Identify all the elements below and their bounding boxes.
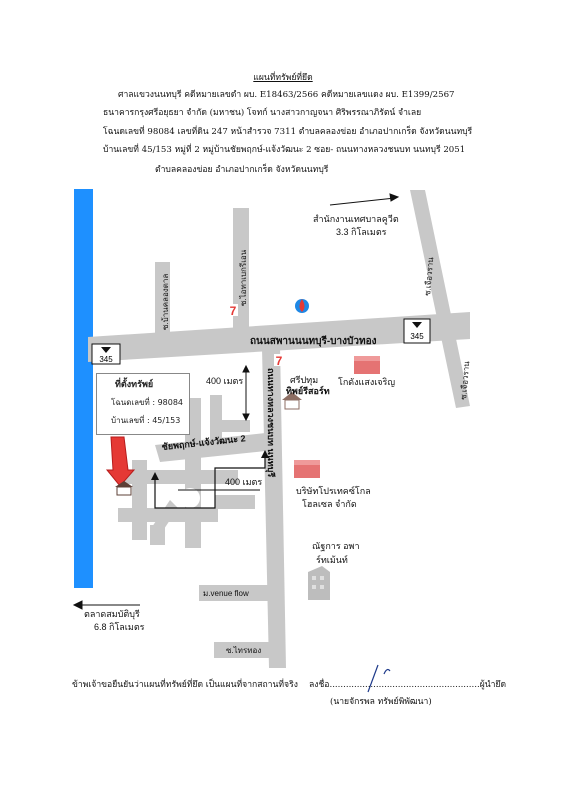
landmark-label: ทิพย์รีสอร์ท bbox=[286, 385, 330, 396]
direction-label: สำนักงานเทศบาลคูวีต bbox=[313, 214, 399, 225]
gas-station-icon bbox=[295, 299, 309, 313]
soi-bottom-label: ซ.ไทรทอง bbox=[226, 646, 261, 655]
property-pointer-icon bbox=[105, 436, 136, 487]
venue-flow-label: ม.venue flow bbox=[203, 589, 249, 598]
route-arrowhead bbox=[151, 472, 159, 480]
landmark-label: โกดังแสงเจริญ bbox=[338, 377, 395, 387]
venue-flow-road bbox=[199, 585, 279, 601]
svg-text:7: 7 bbox=[276, 354, 283, 368]
warehouse-icon bbox=[354, 356, 380, 374]
parties-line: ธนาคารกรุงศรีอยุธยา จำกัด (มหาชน) โจทก์ … bbox=[103, 108, 422, 118]
soi-mid-label: ซ.ไอทาเบกรีเอน bbox=[239, 249, 248, 306]
shield-number: 345 bbox=[410, 332, 424, 341]
highway-shield-icon: 345 bbox=[403, 318, 431, 344]
direction-label: ตลาดสมบัติบุรี bbox=[84, 609, 140, 620]
seven-eleven-icon: 7 bbox=[228, 304, 238, 318]
soi-left-road bbox=[155, 262, 170, 341]
direction-label: 6.8 กิโลเมตร bbox=[94, 622, 145, 632]
signature-line: ลงชื่อ..................................… bbox=[309, 680, 507, 690]
soi-right-label-2: ซ.เจือวราน bbox=[459, 360, 471, 400]
shield-number: 345 bbox=[99, 355, 113, 364]
property-house-icon bbox=[115, 481, 133, 496]
soi-right-road bbox=[410, 190, 470, 408]
highway-shield-icon: 345 bbox=[91, 343, 121, 365]
roundabout bbox=[180, 488, 200, 508]
house-icon bbox=[282, 392, 302, 410]
landmark-label: ศรีปทุม bbox=[290, 375, 318, 386]
landmark-label: ณัฐการ อพา bbox=[312, 541, 360, 552]
soi-left-label: ซ.บ้านคลองตาล bbox=[161, 274, 170, 330]
main-road bbox=[88, 312, 470, 362]
soi-bottom-road bbox=[214, 642, 274, 658]
address-line: บ้านเลขที่ 45/153 หมู่ที่ 2 หมู่บ้านชัยพ… bbox=[103, 145, 466, 155]
apartment-icon bbox=[308, 566, 330, 600]
property-title: ที่ตั้งทรัพย์ bbox=[115, 380, 154, 390]
route-arrowhead bbox=[261, 450, 269, 458]
district-line: ตำบลคลองข่อย อำเภอปากเกร็ด จังหวัดนนทบุร… bbox=[155, 165, 329, 175]
direction-arrow-office bbox=[329, 193, 400, 206]
rural-road-label: ถนนทางหลวงชนบท นนทบุรี bbox=[265, 368, 276, 477]
distance-arrow bbox=[242, 364, 250, 422]
direction-arrow-market bbox=[72, 600, 140, 610]
seven-eleven-icon: 7 bbox=[274, 354, 284, 368]
distance-label: 400 เมตร bbox=[206, 376, 243, 386]
property-house-number: บ้านเลขที่ : 45/153 bbox=[111, 416, 181, 425]
case-line: ศาลแขวงนนทบุรี คดีหมายเลขดำ ผบ. E18463/2… bbox=[118, 90, 455, 100]
map-title: แผนที่ทรัพย์ที่ยึด bbox=[253, 73, 313, 83]
distance-label: 400 เมตร bbox=[225, 477, 262, 487]
signer-name: (นายจักรพล ทรัพย์พิพัฒนา) bbox=[330, 697, 432, 707]
soi-right-label: ซ.เจือวราน bbox=[423, 256, 435, 296]
property-deed: โฉนดเลขที่ : 98084 bbox=[111, 398, 184, 407]
property-info-box: ที่ตั้งทรัพย์ โฉนดเลขที่ : 98084 บ้านเลข… bbox=[96, 373, 190, 435]
signature-mark bbox=[367, 664, 391, 693]
main-road-label: ถนนสพานนนทบุรี-บางบัวทอง bbox=[250, 335, 377, 347]
svg-text:7: 7 bbox=[230, 304, 237, 318]
landmark-label: บริษัทโปรเทคซ์โกล bbox=[296, 485, 371, 496]
landmark-label: ร์ทเม้นท์ bbox=[316, 554, 348, 565]
landmark-label: โฮลเซล จำกัด bbox=[302, 499, 357, 509]
direction-label: 3.3 กิโลเมตร bbox=[336, 227, 387, 237]
warehouse-icon bbox=[294, 460, 320, 478]
canal bbox=[74, 189, 93, 588]
deed-line: โฉนดเลขที่ 98084 เลขที่ดิน 247 หน้าสำรวจ… bbox=[103, 127, 473, 137]
route-path bbox=[154, 455, 266, 509]
confirm-statement: ข้าพเจ้าขอยืนยันว่าแผนที่ทรัพย์ที่ยึด เป… bbox=[72, 680, 298, 690]
